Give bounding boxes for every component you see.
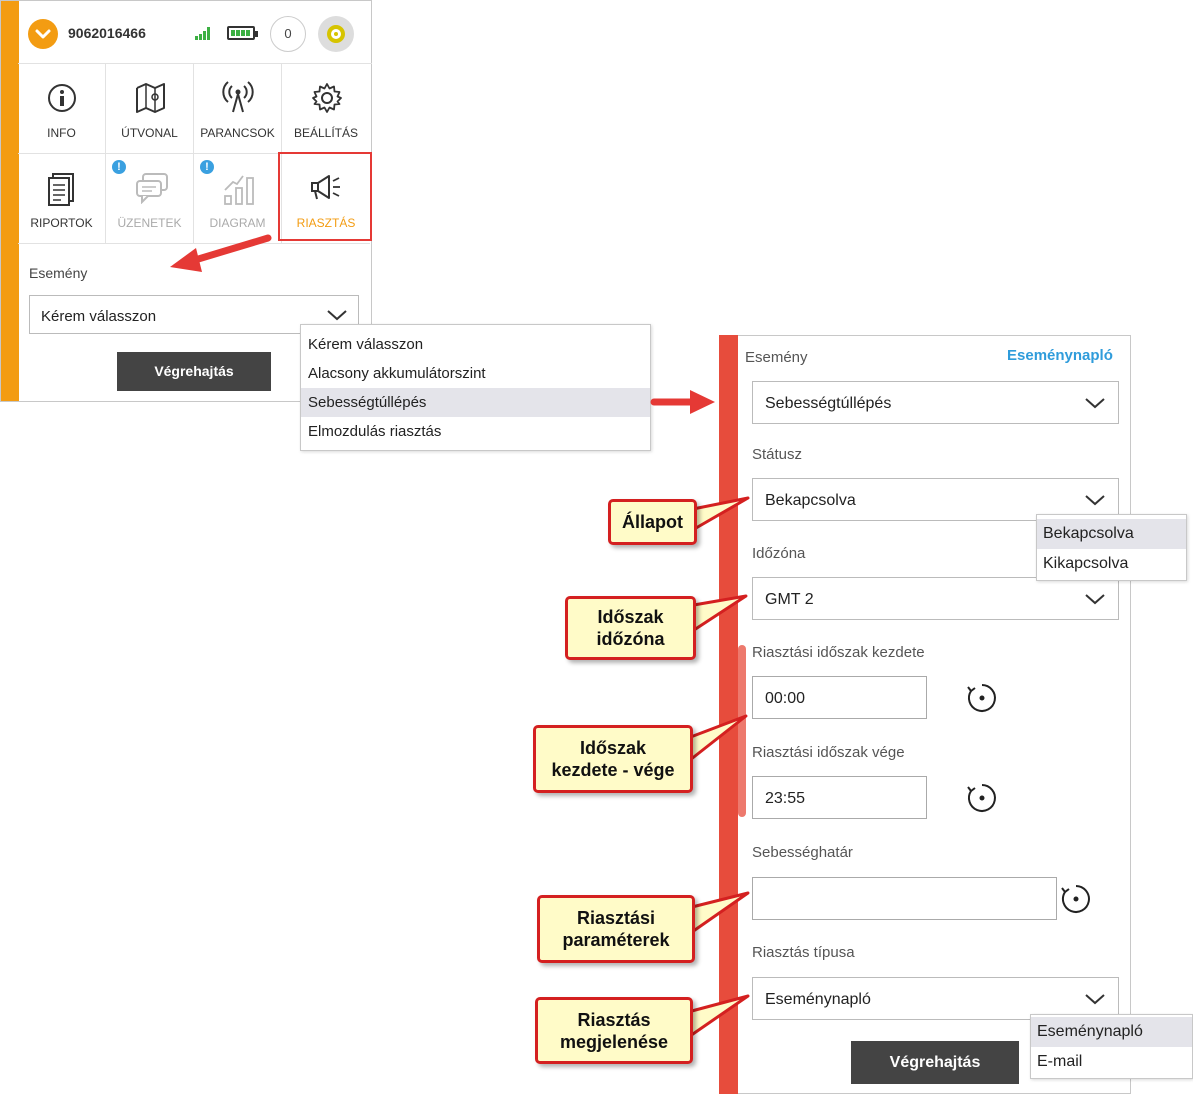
device-phone-number: 9062016466 <box>68 25 146 41</box>
divider <box>18 63 372 64</box>
event-select-value: Sebességtúllépés <box>765 395 892 412</box>
tile-diagram[interactable]: ! DIAGRAM <box>194 154 282 244</box>
status-label: Státusz <box>752 446 803 463</box>
start-time-input[interactable]: 00:00 <box>752 676 927 719</box>
megaphone-icon <box>311 175 340 200</box>
status-select[interactable]: Bekapcsolva <box>752 478 1119 521</box>
tile-label: BEÁLLÍTÁS <box>293 126 359 140</box>
event-select[interactable]: Sebességtúllépés <box>752 381 1119 424</box>
tile-label: ÜZENETEK <box>117 216 182 230</box>
speed-limit-label: Sebességhatár <box>752 844 853 861</box>
callout-alert-display: Riasztás megjelenése <box>535 997 693 1064</box>
notification-counter[interactable]: 0 <box>270 16 306 52</box>
arrow-icon <box>650 390 715 414</box>
chevron-down-icon <box>1085 495 1105 506</box>
map-icon <box>136 83 165 113</box>
chat-icon <box>136 173 168 204</box>
event-select-value: Kérem válasszon <box>41 308 157 325</box>
chevron-down-icon <box>1085 398 1105 409</box>
tile-label: DIAGRAM <box>209 216 266 230</box>
reset-icon[interactable] <box>966 782 998 814</box>
alert-badge: ! <box>200 160 214 174</box>
chevron-down-icon <box>1085 594 1105 605</box>
event-label: Esemény <box>745 349 808 366</box>
callout-alert-params: Riasztási paraméterek <box>537 895 695 963</box>
tile-label: RIPORTOK <box>30 216 93 230</box>
tile-label: RIASZTÁS <box>296 216 356 230</box>
gear-icon <box>312 83 342 113</box>
dropdown-option-selected[interactable]: Sebességtúllépés <box>301 388 650 417</box>
end-time-value: 23:55 <box>765 790 806 807</box>
event-dropdown-list: Kérem válasszon Alacsony akkumulátorszin… <box>300 324 651 451</box>
callout-text: Riasztás megjelenése <box>559 1009 669 1052</box>
tile-commands[interactable]: PARANCSOK <box>194 64 282 154</box>
scrollbar[interactable] <box>738 645 746 817</box>
timezone-select-value: GMT 2 <box>765 591 814 608</box>
callout-timezone: Időszak időzóna <box>565 596 696 660</box>
signal-strength-icon <box>195 27 213 40</box>
timezone-select[interactable]: GMT 2 <box>752 577 1119 620</box>
alert-type-dropdown-list: Eseménynapló E-mail <box>1030 1014 1193 1079</box>
end-time-input[interactable]: 23:55 <box>752 776 927 819</box>
execute-button[interactable]: Végrehajtás <box>851 1041 1019 1084</box>
document-icon <box>48 173 74 206</box>
start-time-label: Riasztási időszak kezdete <box>752 644 925 661</box>
status-indicator-icon[interactable] <box>318 16 354 52</box>
dropdown-option[interactable]: Kikapcsolva <box>1043 555 1129 572</box>
timezone-label: Időzóna <box>752 545 806 562</box>
alert-type-label: Riasztás típusa <box>752 944 855 961</box>
event-select[interactable]: Kérem válasszon <box>29 295 359 334</box>
execute-button[interactable]: Végrehajtás <box>117 352 271 391</box>
tile-alerts[interactable]: RIASZTÁS <box>282 154 370 244</box>
alert-type-select[interactable]: Eseménynapló <box>752 977 1119 1020</box>
callout-period: Időszak kezdete - vége <box>533 725 693 793</box>
dropdown-option[interactable]: Elmozdulás riasztás <box>308 423 442 440</box>
collapse-toggle-button[interactable] <box>28 19 58 49</box>
dropdown-option-selected[interactable]: Eseménynapló <box>1031 1017 1192 1047</box>
reset-icon[interactable] <box>966 682 998 714</box>
alert-badge: ! <box>112 160 126 174</box>
dropdown-option[interactable]: Kérem válasszon <box>308 336 424 353</box>
reset-icon[interactable] <box>1060 883 1092 915</box>
end-time-label: Riasztási időszak vége <box>752 744 905 761</box>
tile-info[interactable]: INFO <box>18 64 106 154</box>
callout-text: Időszak kezdete - vége <box>551 738 675 780</box>
tile-route[interactable]: ÚTVONAL <box>106 64 194 154</box>
callout-status: Állapot <box>608 499 697 545</box>
alert-type-select-value: Eseménynapló <box>765 991 871 1008</box>
chevron-down-icon <box>35 29 51 39</box>
tile-reports[interactable]: RIPORTOK <box>18 154 106 244</box>
tile-messages[interactable]: ! ÜZENETEK <box>106 154 194 244</box>
chevron-down-icon <box>1085 994 1105 1005</box>
callout-text: Riasztási paraméterek <box>562 908 670 950</box>
dropdown-option-selected[interactable]: Bekapcsolva <box>1037 519 1186 549</box>
panel-accent-bar <box>1 1 19 401</box>
start-time-value: 00:00 <box>765 690 806 707</box>
tile-label: INFO <box>47 126 76 140</box>
dropdown-option[interactable]: E-mail <box>1037 1053 1083 1070</box>
event-log-link[interactable]: Eseménynapló <box>1007 347 1113 364</box>
tile-label: ÚTVONAL <box>121 126 178 140</box>
speed-limit-input[interactable] <box>752 877 1057 920</box>
device-panel: 9062016466 0 INFO ÚTVONAL PARANCSOK BEÁL… <box>0 0 372 402</box>
antenna-icon <box>222 81 254 113</box>
callout-text: Időszak időzóna <box>596 607 665 649</box>
battery-icon <box>227 26 258 40</box>
status-dropdown-list: Bekapcsolva Kikapcsolva <box>1036 514 1187 581</box>
event-label: Esemény <box>29 265 88 281</box>
alerts-tile-highlight <box>278 152 372 241</box>
tile-label: PARANCSOK <box>200 126 275 140</box>
dropdown-option[interactable]: Alacsony akkumulátorszint <box>308 365 486 382</box>
bar-chart-icon <box>224 175 254 205</box>
chevron-down-icon <box>327 310 347 321</box>
status-select-value: Bekapcsolva <box>765 492 856 509</box>
tile-settings[interactable]: BEÁLLÍTÁS <box>282 64 370 154</box>
panel-accent-bar <box>719 335 738 1094</box>
info-icon <box>48 84 76 112</box>
callout-text: Állapot <box>622 512 683 532</box>
